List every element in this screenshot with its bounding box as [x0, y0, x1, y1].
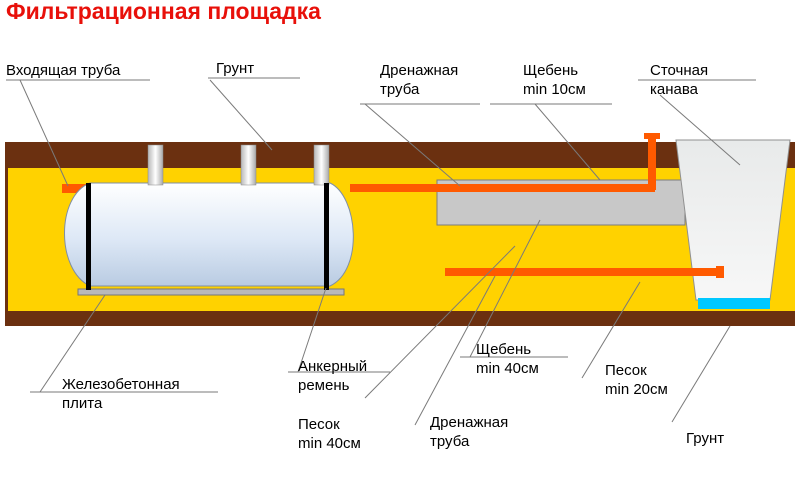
lower-pipe-end	[716, 266, 724, 278]
leader-gravel-bottom	[460, 219, 568, 358]
outlet-pipe	[350, 184, 655, 192]
concrete-slab	[77, 288, 345, 296]
vent-riser-cap	[644, 133, 660, 139]
diagram-title: Фильтрационная площадка	[6, 0, 321, 24]
leader-sand-right	[581, 281, 641, 379]
tank-riser-2	[240, 144, 257, 186]
anchor-strap-left	[86, 183, 91, 290]
tank-riser-1	[147, 144, 164, 186]
label-inlet-pipe: Входящая труба	[6, 62, 121, 79]
septic-tank	[64, 182, 354, 287]
leader-soil-bottom	[671, 325, 731, 423]
inlet-pipe	[62, 184, 90, 193]
leader-inlet-pipe	[6, 79, 150, 187]
anchor-strap-right	[324, 183, 329, 290]
leader-drain-pipe-top	[360, 103, 480, 187]
leader-drain-pipe-bottom	[414, 275, 496, 426]
leader-ditch	[638, 79, 756, 166]
tank-riser-3	[313, 144, 330, 186]
label-soil-top: Грунт	[216, 60, 255, 77]
vent-riser-pipe	[648, 137, 656, 190]
leader-slab	[30, 294, 218, 393]
leader-sand-left	[364, 245, 516, 399]
ditch-water	[698, 298, 770, 309]
label-soil-bottom: Грунт	[686, 430, 725, 447]
leader-strap	[288, 287, 390, 373]
leader-gravel-top	[490, 103, 612, 181]
lower-drainage-pipe	[445, 268, 720, 276]
leader-soil-top	[208, 77, 300, 151]
